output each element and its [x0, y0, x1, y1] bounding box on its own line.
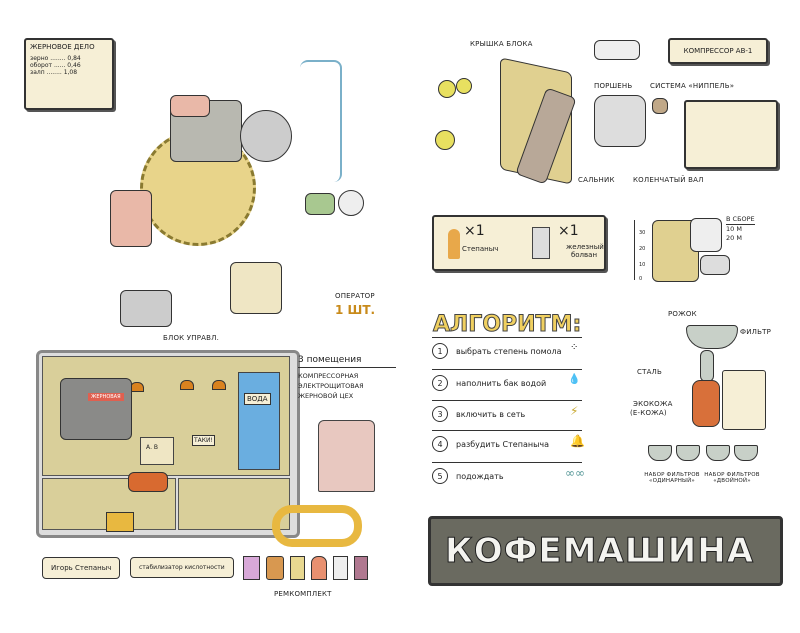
panel-ab-label: А. В	[146, 444, 159, 451]
operator-label: оператор	[335, 292, 375, 300]
legend-row: зерно ........ 0,84	[30, 55, 81, 62]
filter-cup	[676, 445, 700, 461]
callout-stabilizer: стабилизатор кислотности	[130, 557, 234, 578]
nipple-illustration	[652, 98, 668, 114]
control-block-illustration	[230, 262, 282, 314]
lamp	[212, 380, 226, 390]
rooms-box: 3 помещения компрессорная электрощитовая…	[298, 355, 396, 401]
clamp-illustration	[110, 190, 152, 247]
crew-box: ×1 Степаныч ×1 железный болван	[432, 215, 606, 271]
assembly-info: в сборе 10 м 20 м	[726, 215, 755, 243]
piston-illustration	[594, 95, 646, 147]
gland-label: сальник	[578, 176, 615, 184]
compressor-title-box: компрессор АВ-1	[668, 38, 768, 64]
filter-cup	[734, 445, 758, 461]
room-item: электрощитовая	[298, 382, 364, 390]
crew-count: ×1	[558, 223, 579, 239]
legend-title: жерновое дело	[30, 43, 95, 51]
part-lid-label: крышка блока	[470, 40, 533, 48]
rooms-title: 3 помещения	[298, 355, 396, 368]
operator-count: 1 шт.	[335, 303, 376, 317]
room-item: компрессорная	[298, 372, 359, 380]
crew-name: Степаныч	[462, 245, 499, 253]
eco-sub-label: (e-кожа)	[630, 409, 667, 417]
robot-figure	[532, 227, 550, 259]
pipe	[300, 60, 342, 182]
filter-cup	[706, 445, 730, 461]
portafilter-grip	[692, 380, 720, 427]
clamp-illustration	[170, 95, 210, 117]
set-double-label: набор фильтров «двойной»	[704, 472, 760, 484]
coffee-machine-banner: кофемашина	[428, 516, 783, 586]
bolts-illustration	[456, 78, 472, 94]
compressor-tube-illustration	[594, 40, 640, 60]
water-tank	[238, 372, 280, 470]
lamp	[180, 380, 194, 390]
steel-label: сталь	[637, 368, 663, 376]
piston-label: поршень	[594, 82, 633, 90]
assembly-title: в сборе	[726, 215, 755, 225]
bolts-illustration	[435, 130, 455, 150]
warning-box-illustration	[106, 512, 134, 532]
panel-ab	[140, 437, 174, 465]
crankshaft-label: коленчатый вал	[633, 176, 704, 184]
portafilter-handle	[700, 350, 714, 382]
room-item: жерновой цех	[298, 392, 354, 400]
filter-cup	[648, 445, 672, 461]
stepanych-figure	[448, 229, 460, 259]
box-illustration	[120, 290, 172, 327]
filter-label: фильтр	[740, 328, 772, 336]
control-unit-label: блок управл.	[163, 334, 220, 342]
assembly-scale: 30 20 10 0	[634, 220, 645, 282]
grinder-label: жерновая	[88, 393, 124, 401]
switch-illustration	[305, 193, 335, 215]
water-label: вода	[244, 393, 271, 405]
bell-icon: 🔔	[570, 434, 585, 448]
plug-illustration	[700, 255, 730, 275]
repair-kit-label: ремкомплект	[274, 590, 332, 598]
coil-illustration	[128, 472, 168, 492]
bolts-illustration	[438, 80, 456, 98]
grinder-machine-illustration	[60, 378, 132, 440]
grinder-ring-illustration	[240, 110, 292, 162]
algorithm-title: алгоритм:	[432, 312, 582, 338]
legend-row: оборот ...... 0,46	[30, 62, 81, 69]
taki-label: таки!	[192, 435, 215, 446]
assembly-size: 20 м	[726, 234, 742, 242]
valve-diagram	[684, 100, 778, 169]
steam-icon: ∞∞	[565, 466, 585, 480]
legend-row: залп ........ 1,08	[30, 69, 78, 76]
plug-icon: ⚡	[570, 404, 579, 418]
nipple-label: система «ниппель»	[650, 82, 735, 90]
room-compressor	[178, 478, 290, 530]
portafilter-cup	[686, 325, 738, 349]
legend-box: жерновое дело зерно ........ 0,84 оборот…	[24, 38, 114, 110]
fan-illustration	[338, 190, 364, 216]
horn-label: рожок	[668, 310, 697, 318]
callout-igor: Игорь Степаныч	[42, 557, 121, 579]
compressor-title: компрессор АВ-1	[683, 47, 753, 55]
repair-kit-parts	[243, 556, 368, 580]
assembled-motor-illustration	[690, 218, 722, 252]
lamp	[130, 382, 144, 392]
grinder-illustration	[318, 420, 375, 492]
pipe-coil-illustration	[272, 505, 362, 547]
banner-title: кофемашина	[444, 531, 755, 572]
crew-count: ×1	[464, 223, 485, 239]
water-drops-icon: 💧	[568, 374, 581, 385]
crew-name: железный болван	[566, 243, 604, 259]
assembly-size: 10 м	[726, 225, 742, 233]
eco-label: экокожа	[633, 400, 673, 408]
filter-insert-diagram	[722, 370, 766, 430]
set-single-label: набор фильтров «одинарный»	[644, 472, 700, 484]
coffee-beans-icon: ⁘	[570, 342, 579, 353]
